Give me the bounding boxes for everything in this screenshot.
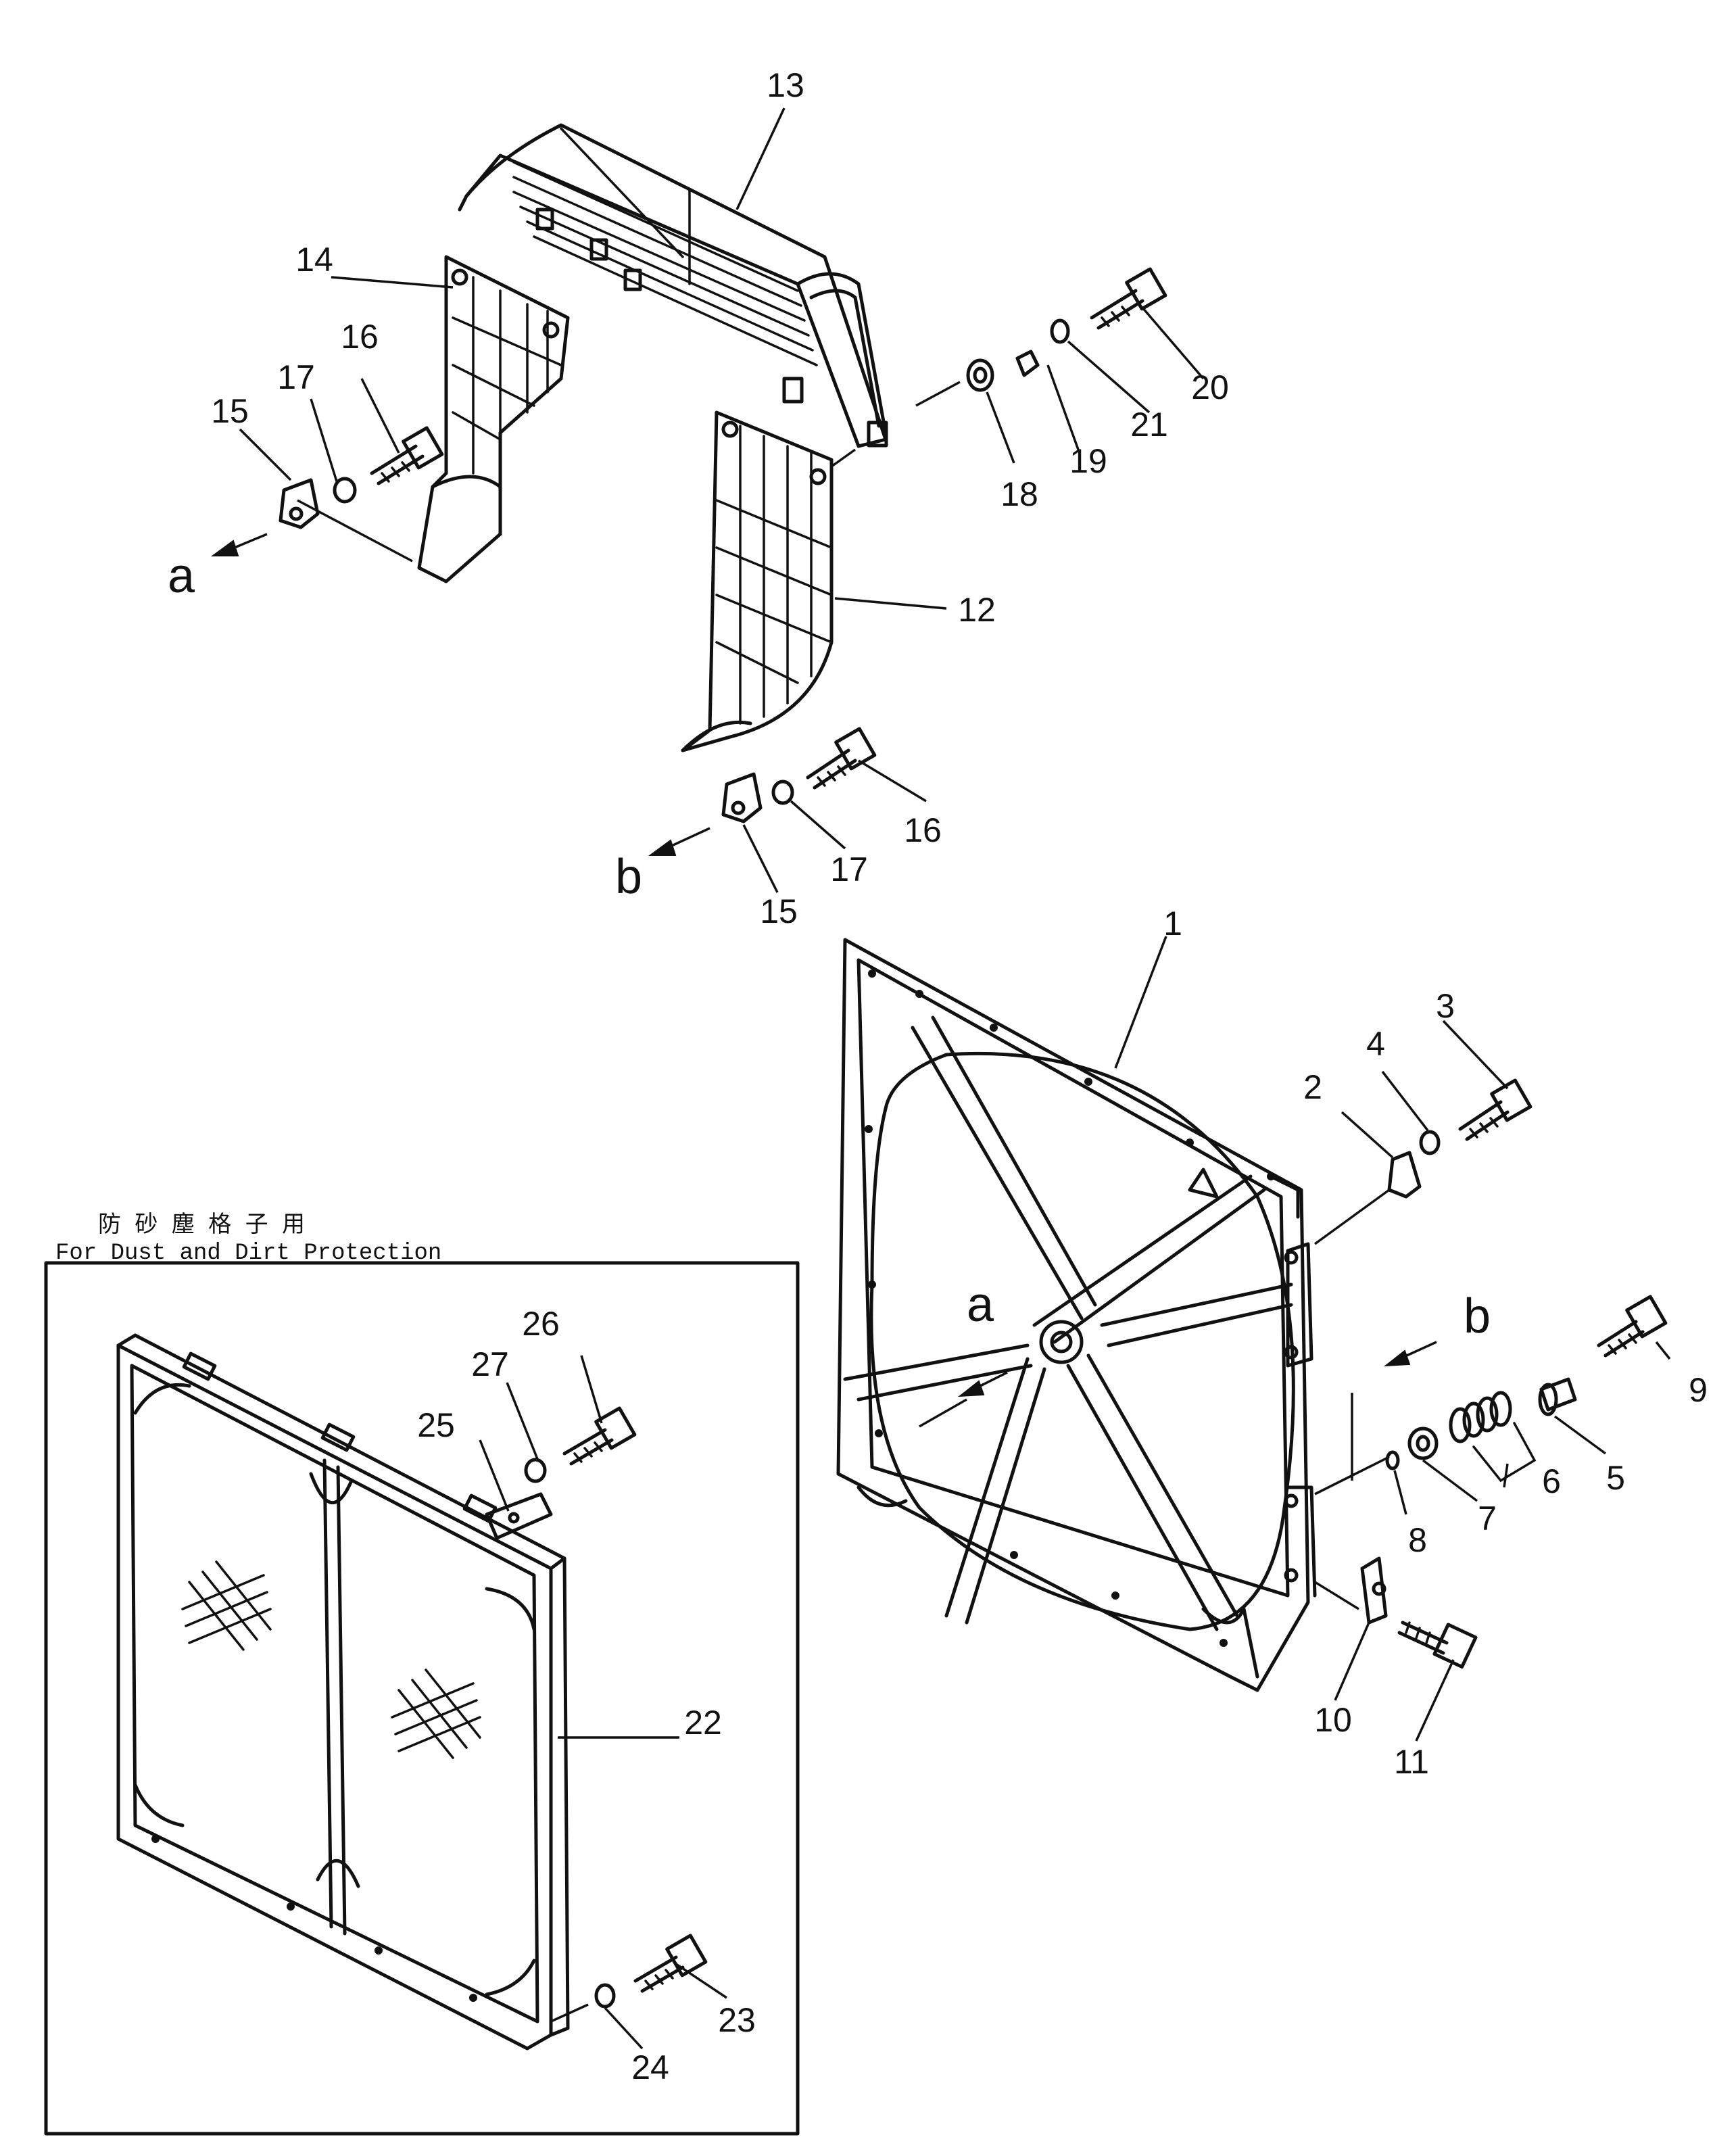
- callout-10: 10: [1314, 1701, 1352, 1739]
- view-arrows: a b a b: [168, 533, 1491, 1397]
- callout-16-lower: 16: [904, 811, 942, 849]
- view-marker-b-lower: b: [1464, 1289, 1491, 1343]
- callout-1: 1: [1163, 905, 1182, 942]
- callout-4: 4: [1366, 1025, 1385, 1063]
- bracket-group-10-11: [1314, 1556, 1478, 1669]
- fastener-group-upper-right: [915, 267, 1167, 407]
- callout-5: 5: [1606, 1459, 1625, 1497]
- callout-21: 21: [1130, 406, 1168, 444]
- callout-labels: 13 14 15 17 16 18 19 21 20 12 16 17 15 1…: [211, 66, 1708, 2086]
- fastener-group-a: [279, 426, 444, 529]
- callout-20: 20: [1191, 368, 1229, 406]
- inset-caption-cjk: 防 砂 塵 格 子 用: [98, 1212, 305, 1239]
- view-marker-a-upper: a: [168, 549, 195, 603]
- callout-17-upper: 17: [277, 358, 315, 396]
- shroud-1: [836, 938, 1317, 1692]
- callout-13: 13: [767, 66, 804, 104]
- callout-15-lower: 15: [760, 892, 798, 930]
- callout-2: 2: [1303, 1068, 1322, 1106]
- inset-caption-en: For Dust and Dirt Protection: [55, 1241, 441, 1266]
- callout-3: 3: [1436, 987, 1455, 1025]
- view-marker-b-upper: b: [615, 850, 642, 904]
- callout-23: 23: [718, 2001, 756, 2039]
- view-marker-a-lower: a: [967, 1278, 994, 1332]
- callout-18: 18: [1000, 475, 1038, 513]
- callout-26: 26: [522, 1305, 560, 1343]
- inset-dust-protection: 防 砂 塵 格 子 用 For Dust and Dirt Protection: [44, 1212, 800, 2136]
- callout-7: 7: [1478, 1500, 1497, 1537]
- callout-16-upper: 16: [341, 318, 379, 356]
- callout-25: 25: [417, 1406, 455, 1444]
- mesh-icon-right: [391, 1669, 481, 1759]
- callout-14: 14: [295, 241, 333, 279]
- callout-17-lower: 17: [830, 851, 868, 888]
- callout-22: 22: [684, 1704, 722, 1742]
- guard-13: [458, 123, 888, 448]
- callout-6: 6: [1542, 1462, 1561, 1500]
- fastener-group-b: [721, 727, 877, 823]
- callout-11: 11: [1394, 1743, 1429, 1781]
- callout-19: 19: [1069, 442, 1107, 480]
- leader-lines: [239, 107, 1671, 2050]
- mesh-icon-left: [181, 1560, 272, 1651]
- callout-8: 8: [1408, 1521, 1427, 1559]
- callout-15-upper: 15: [211, 392, 249, 430]
- callout-12: 12: [958, 591, 996, 629]
- callout-24: 24: [631, 2049, 669, 2086]
- guard-14: [297, 255, 570, 583]
- bracket-group-2-4-3: [1313, 1078, 1533, 1245]
- callout-9: 9: [1689, 1371, 1708, 1409]
- spring-group: [1314, 1295, 1668, 1495]
- guard-12: [681, 410, 856, 752]
- callout-27: 27: [471, 1345, 509, 1383]
